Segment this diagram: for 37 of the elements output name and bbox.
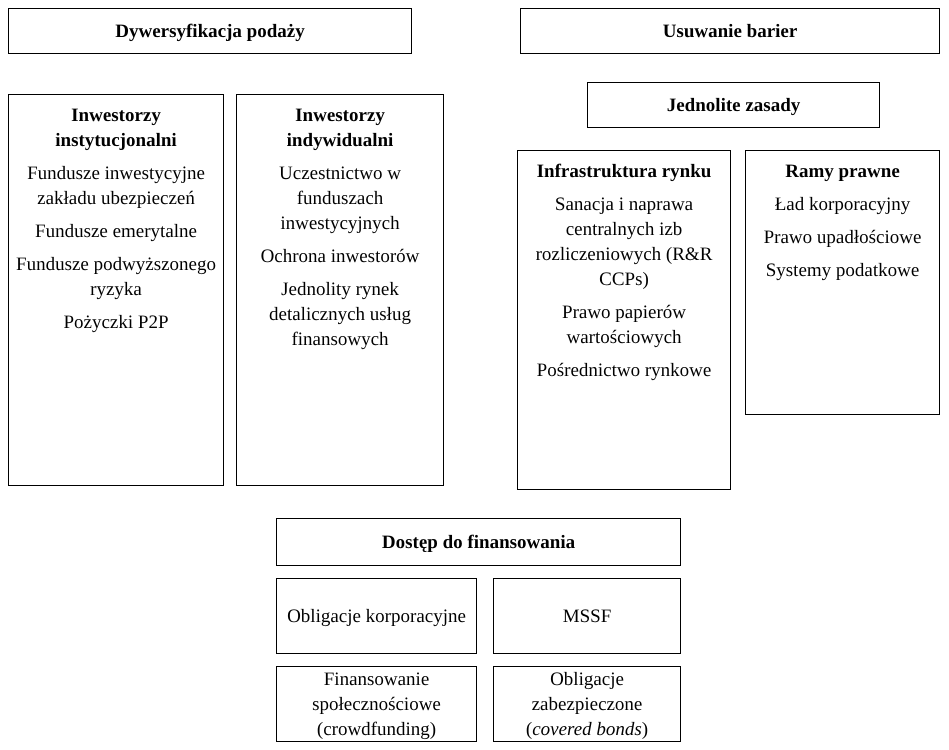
text-box <box>276 666 477 742</box>
box-heading: Dostęp do finansowania <box>380 530 576 554</box>
box-text: Pożyczki P2P <box>62 311 170 335</box>
box-text: Fundusze inwestycyjne zakładu ubezpieczeń <box>26 162 206 211</box>
text-box <box>276 578 477 654</box>
box-heading: Dywersyfikacja podaży <box>114 20 306 44</box>
text-box <box>517 150 731 490</box>
text-box <box>8 94 224 486</box>
box-text: Fundusze emerytalne <box>34 220 198 244</box>
box-text: Jednolity rynek detalicznych usług finansowych <box>268 278 412 352</box>
box-heading: Inwestorzy instytucjonalni <box>54 104 178 153</box>
box-text: Uczestnictwo w funduszach inwestycyjnych <box>278 162 402 236</box>
box-text: MSSF <box>562 604 612 628</box>
box-text: Systemy podatkowe <box>764 259 920 283</box>
text-box <box>493 578 681 654</box>
text-box <box>236 94 444 486</box>
box-text: Ochrona inwestorów <box>260 245 420 269</box>
box-heading: Jednolite zasady <box>666 94 802 118</box>
box-text: Fundusze podwyższonego ryzyka <box>15 253 217 302</box>
text-box <box>745 150 940 415</box>
text-box <box>587 82 880 128</box>
box-text: Finansowanie społecznościowe (crowdfunding) <box>311 668 442 742</box>
box-text: Pośrednictwo rynkowe <box>536 359 712 383</box>
box-heading: Usuwanie barier <box>662 20 798 44</box>
box-text: Ład korporacyjny <box>774 193 912 217</box>
box-text: Sanacja i naprawa centralnych izb rozliczeniowych (R&R CCPs) <box>534 193 714 292</box>
box-text: Prawo upadłościowe <box>762 226 922 250</box>
box-heading: Ramy prawne <box>784 160 901 184</box>
box-text: Obligacje zabezpieczone (covered bonds) <box>524 668 650 742</box>
box-text: Obligacje korporacyjne <box>286 604 467 628</box>
box-heading: Infrastruktura rynku <box>536 160 712 184</box>
box-text: Prawo papierów wartościowych <box>561 301 687 350</box>
text-box <box>276 518 681 566</box>
text-box <box>493 666 681 742</box>
text-box <box>8 8 412 54</box>
box-heading: Inwestorzy indywidualni <box>286 104 394 153</box>
text-box <box>520 8 940 54</box>
